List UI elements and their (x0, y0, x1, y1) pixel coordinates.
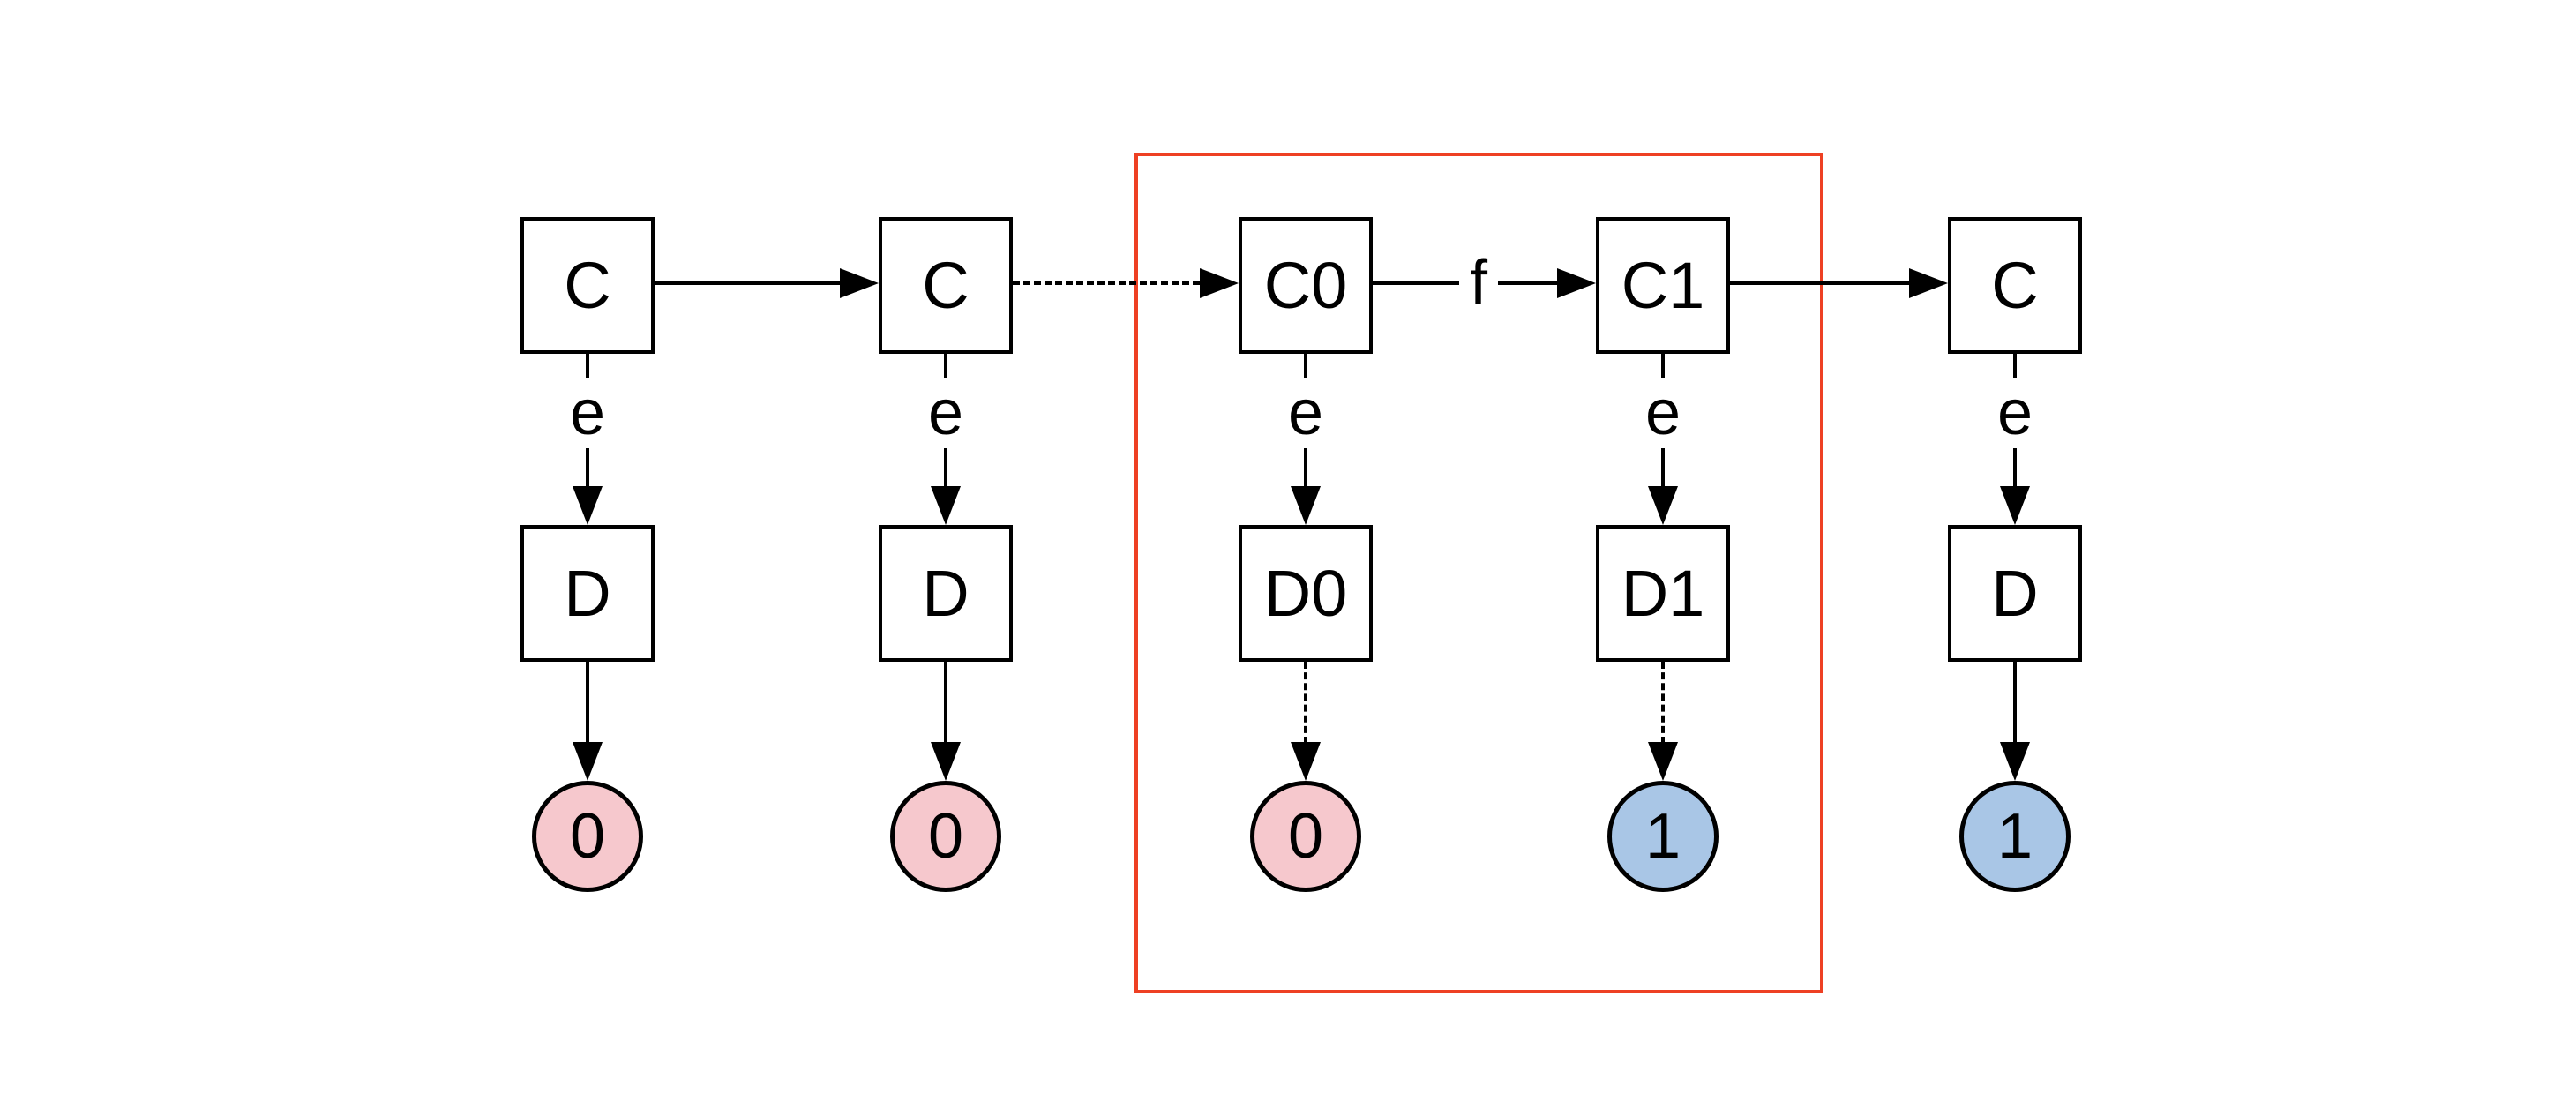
emission-edge-label-1: e (558, 378, 617, 448)
output-circle-4: 1 (1607, 781, 1719, 892)
node-d-2-label: D (922, 557, 970, 630)
output-arrowhead-1 (573, 742, 603, 781)
transition-edge-4-5 (1730, 281, 1909, 285)
emission-arrowhead-2 (931, 486, 961, 525)
emission-arrowhead-1 (573, 486, 603, 525)
emission-edge-label-2: e (917, 378, 975, 448)
node-d1-label: D1 (1621, 557, 1705, 630)
node-d-1-label: D (564, 557, 611, 630)
transition-edge-1-2 (655, 281, 840, 285)
node-c0-label: C0 (1263, 249, 1348, 322)
function-arrowhead-c0-c1 (1557, 268, 1596, 298)
node-c1-label: C1 (1621, 249, 1705, 322)
output-circle-1: 0 (532, 781, 643, 892)
output-circle-1-value: 0 (569, 801, 606, 872)
emission-edge-label-3: e (1277, 378, 1335, 448)
emission-arrowhead-5 (2000, 486, 2030, 525)
highlight-box (1134, 153, 1823, 993)
output-edge-3-dashed (1304, 662, 1307, 744)
output-arrowhead-2 (931, 742, 961, 781)
node-d-5-label: D (1991, 557, 2039, 630)
emission-edge-label-4: e (1634, 378, 1692, 448)
output-circle-3-value: 0 (1287, 801, 1324, 872)
output-circle-5: 1 (1959, 781, 2071, 892)
node-c-2-label: C (922, 249, 970, 322)
emission-arrowhead-3 (1291, 486, 1321, 525)
node-c-5-label: C (1991, 249, 2039, 322)
transition-arrowhead-4-5 (1909, 268, 1948, 298)
output-edge-2 (944, 662, 947, 744)
node-d-1: D (520, 525, 655, 662)
function-edge-label: f (1458, 248, 1499, 319)
output-edge-5 (2013, 662, 2017, 744)
transition-arrowhead-1-2 (840, 268, 879, 298)
transition-arrowhead-2-3 (1200, 268, 1239, 298)
node-d1: D1 (1596, 525, 1730, 662)
output-edge-4-dashed (1661, 662, 1665, 744)
node-c-2: C (879, 217, 1013, 354)
output-arrowhead-5 (2000, 742, 2030, 781)
node-c-1-label: C (564, 249, 611, 322)
emission-arrowhead-4 (1648, 486, 1678, 525)
output-arrowhead-4 (1648, 742, 1678, 781)
output-arrowhead-3 (1291, 742, 1321, 781)
output-circle-2: 0 (890, 781, 1001, 892)
node-d-5: D (1948, 525, 2082, 662)
node-c0: C0 (1239, 217, 1373, 354)
output-circle-3: 0 (1250, 781, 1361, 892)
node-c1: C1 (1596, 217, 1730, 354)
node-c-1: C (520, 217, 655, 354)
node-d0-label: D0 (1263, 557, 1348, 630)
node-d0: D0 (1239, 525, 1373, 662)
node-d-2: D (879, 525, 1013, 662)
emission-edge-label-5: e (1986, 378, 2044, 448)
output-edge-1 (586, 662, 589, 744)
output-circle-5-value: 1 (1996, 801, 2033, 872)
node-c-5: C (1948, 217, 2082, 354)
transition-edge-2-3-dashed (1013, 281, 1200, 285)
output-circle-2-value: 0 (927, 801, 964, 872)
output-circle-4-value: 1 (1644, 801, 1681, 872)
